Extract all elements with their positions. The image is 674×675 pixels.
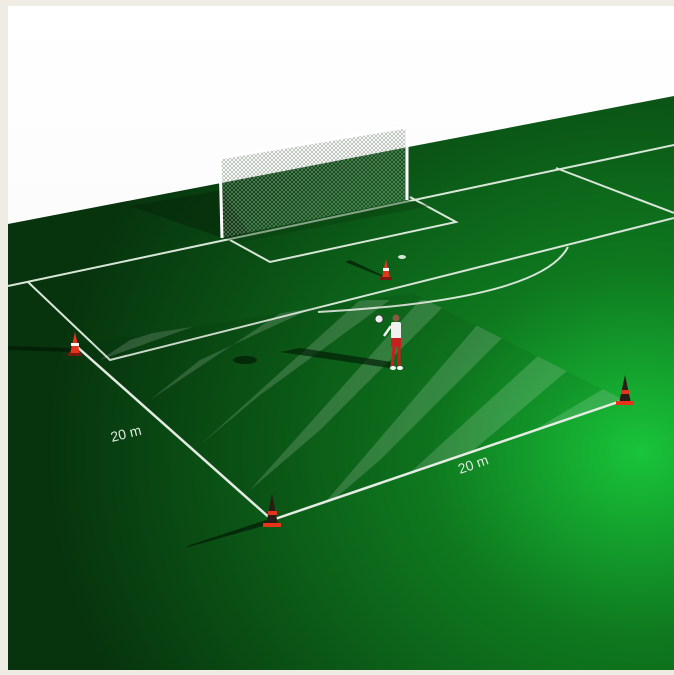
ball-icon [375,315,383,323]
ball-shadow [233,356,257,364]
goal-left-post [220,158,222,238]
player-leg-left [392,347,394,366]
player-shorts [391,338,401,347]
penalty-spot [398,255,406,259]
player-head [393,315,400,322]
player-shirt [391,322,401,339]
